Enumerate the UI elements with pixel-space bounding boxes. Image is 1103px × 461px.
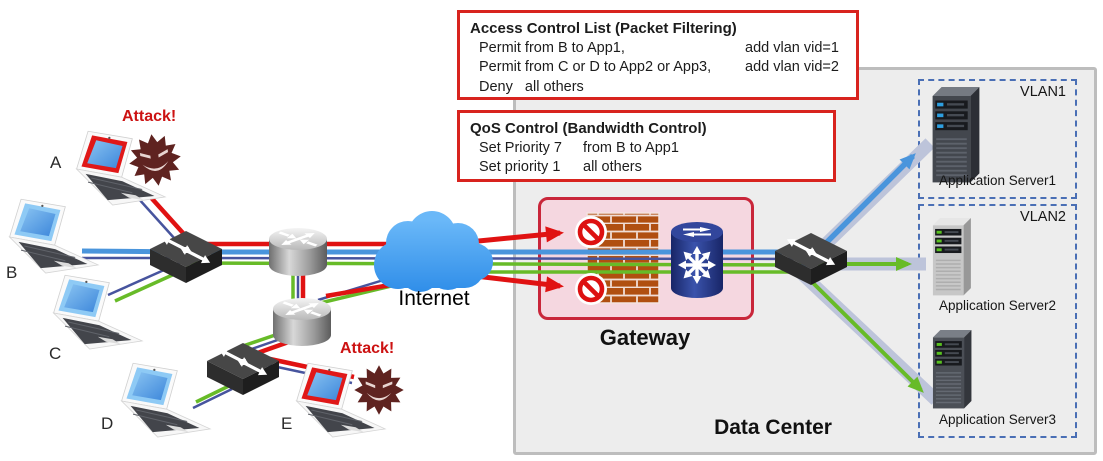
client-d-laptop-icon (121, 362, 211, 438)
acl-panel: Access Control List (Packet Filtering) P… (457, 10, 859, 100)
acl-title: Access Control List (Packet Filtering) (470, 20, 737, 37)
vlan1-label: VLAN1 (1020, 84, 1066, 100)
server2-caption: Application Server2 (938, 298, 1057, 313)
client-c-label: C (49, 344, 62, 363)
gateway-box (538, 197, 754, 320)
client-d-label: D (101, 414, 114, 433)
attack-label-e: Attack! (340, 340, 395, 357)
router2-icon (271, 296, 333, 348)
client-c-laptop-icon (53, 274, 143, 350)
switch2-icon (205, 341, 281, 397)
client-e-laptop-icon (296, 362, 386, 438)
client-b-laptop-icon (9, 198, 99, 274)
acl-rule: Deny all others (479, 78, 584, 95)
router1-icon (267, 226, 329, 278)
client-b-label: B (6, 263, 18, 282)
internet-cloud-icon (374, 211, 493, 292)
vlan2-box (918, 204, 1077, 438)
server3-caption: Application Server3 (938, 412, 1057, 427)
qos-panel: QoS Control (Bandwidth Control) Set Prio… (457, 110, 836, 182)
attack-flows (144, 190, 449, 380)
internet-label: Internet (398, 287, 470, 310)
gateway-label: Gateway (599, 325, 691, 350)
vlan2-label: VLAN2 (1020, 209, 1066, 225)
attack-label-a: Attack! (122, 108, 177, 125)
qos-title: QoS Control (Bandwidth Control) (470, 120, 707, 137)
virus-icon (354, 365, 404, 415)
client-a-label: A (50, 153, 62, 172)
switch1-icon (148, 229, 224, 285)
acl-rule: Permit from C or D to App2 or App3,add v… (479, 59, 839, 75)
acl-rule: Permit from B to App1,add vlan vid=1 (479, 39, 839, 56)
virus-icon (125, 130, 185, 190)
client-a-laptop-icon (76, 130, 166, 206)
data-center-label: Data Center (714, 416, 832, 439)
server1-caption: Application Server1 (938, 173, 1057, 188)
client-e-label: E (281, 414, 293, 433)
